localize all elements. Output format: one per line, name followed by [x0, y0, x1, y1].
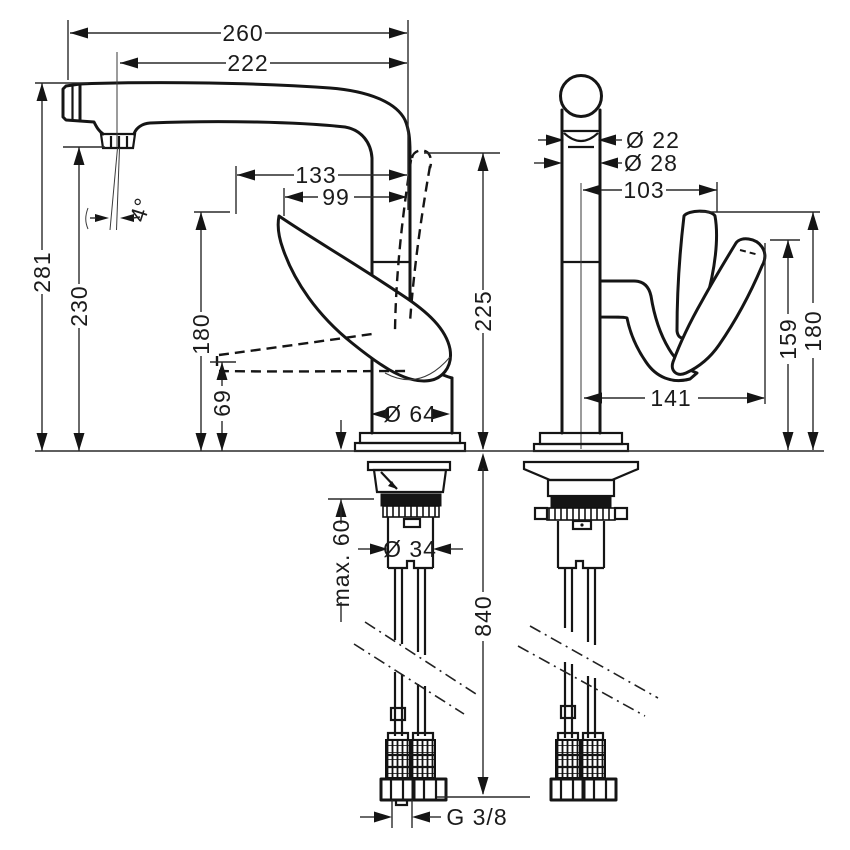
- dim-label-99: 99: [322, 184, 350, 210]
- faucet-side-view: [61, 52, 467, 453]
- dim-label-281: 281: [29, 251, 55, 292]
- dim-label-141: 141: [650, 385, 691, 411]
- dim-label-133: 133: [295, 162, 336, 188]
- dim-label-230: 230: [66, 285, 92, 326]
- dim-label-159: 159: [775, 318, 801, 359]
- side-view-mounting-parts: [353, 460, 477, 807]
- dim-label-180-left: 180: [188, 313, 214, 354]
- faucet-front-view: [532, 74, 767, 453]
- handle-front-tilted: [670, 237, 767, 376]
- dim-label-22: Ø 22: [626, 127, 680, 153]
- dim-label-64: Ø 64: [383, 401, 437, 427]
- dim-label-225: 225: [470, 290, 496, 331]
- dim-label-28: Ø 28: [624, 150, 678, 176]
- dim-label-69: 69: [209, 389, 235, 417]
- dimension-labels: 260 222 133 99 4° 281 230 180 69 225 Ø 6…: [29, 20, 826, 830]
- handle-side-solid: [276, 214, 452, 383]
- dimensions-front-view: [534, 134, 820, 450]
- handle-front-arm: [598, 279, 699, 383]
- dim-label-34: Ø 34: [383, 536, 437, 562]
- dim-label-max60: max. 60: [328, 519, 354, 608]
- dim-label-g38: G 3/8: [446, 804, 507, 830]
- front-view-mounting-parts: [517, 460, 659, 802]
- handle-side-lowered-dashed: [215, 332, 410, 373]
- dim-label-222: 222: [227, 50, 268, 76]
- dim-label-840: 840: [470, 595, 496, 636]
- dim-label-103: 103: [623, 177, 664, 203]
- dim-label-260: 260: [222, 20, 263, 46]
- dimensions-side-view: [35, 20, 530, 828]
- dim-label-180-right: 180: [800, 310, 826, 351]
